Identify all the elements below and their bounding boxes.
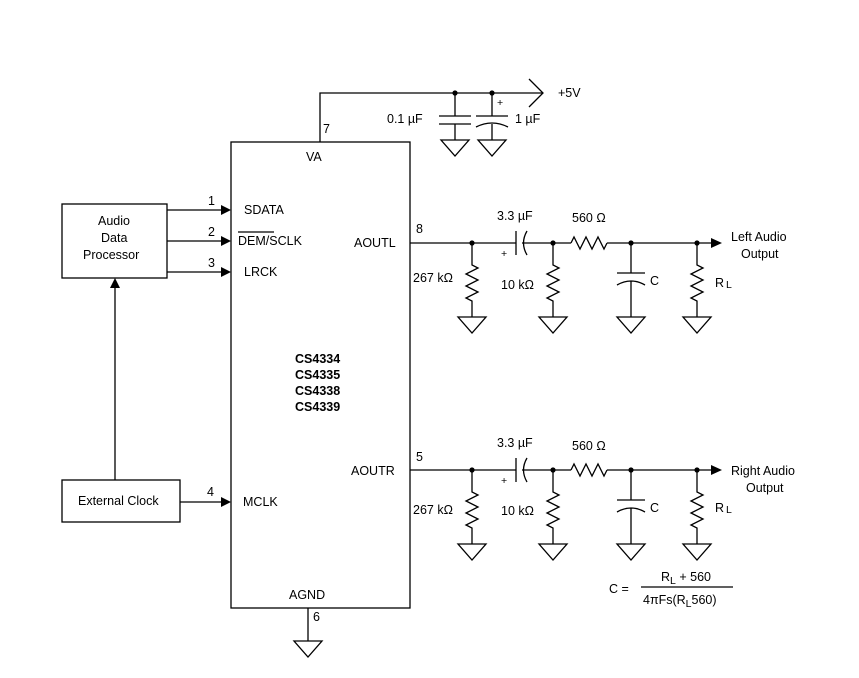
ground-symbol [456, 316, 488, 334]
part-number: CS4334 [295, 352, 340, 366]
aoutl-pin-label: AOUTL [354, 236, 396, 250]
pin-number: 6 [313, 610, 320, 624]
pin-number: 5 [416, 450, 423, 464]
ground-symbol [537, 543, 569, 561]
shunt-resistor [545, 470, 561, 544]
ground-symbol [615, 316, 647, 334]
pin-number: 4 [207, 485, 214, 499]
junction-dot [628, 467, 634, 473]
sdata-pin-label: SDATA [244, 203, 284, 217]
polarity-plus: + [501, 248, 507, 260]
filter-formula: C = RL + 560 4πFs(RL560) [609, 570, 733, 610]
output-label-line: Right Audio [731, 464, 795, 478]
processor-label-line: Data [101, 231, 127, 245]
formula-denominator: 4πFs(RL560) [643, 593, 717, 610]
junction-dot [694, 467, 700, 473]
cap-label: 3.3 µF [497, 209, 533, 223]
sclk-pin-label: DEM/SCLK [238, 234, 303, 248]
va-pin-label: VA [306, 150, 322, 164]
formula-lhs: C = [609, 582, 629, 596]
pin-number: 8 [416, 222, 423, 236]
part-number: CS4338 [295, 384, 340, 398]
resistor-label: 560 Ω [572, 211, 606, 225]
pin-number: 3 [208, 256, 215, 270]
shunt-resistor [464, 470, 480, 544]
resistor-label: 267 kΩ [413, 503, 453, 517]
resistor-label: 10 kΩ [501, 278, 534, 292]
lrck-pin-label: LRCK [244, 265, 278, 279]
external-clock-label: External Clock [78, 494, 159, 508]
polarity-plus: + [497, 97, 503, 109]
left-output-network [410, 230, 722, 334]
aoutr-pin-label: AOUTR [351, 464, 395, 478]
processor-label-line: Audio [98, 214, 130, 228]
junction-dot [628, 240, 634, 246]
junction-dot [550, 467, 556, 473]
supply-wiring [319, 78, 544, 157]
shunt-resistor [689, 470, 705, 544]
filter-cap-label: C [650, 274, 659, 288]
ground-symbol [681, 543, 713, 561]
junction-dot [550, 240, 556, 246]
pin-number: 7 [323, 122, 330, 136]
clock-wiring [110, 278, 231, 507]
part-number: CS4339 [295, 400, 340, 414]
cap-label: 3.3 µF [497, 436, 533, 450]
shunt-resistor [545, 243, 561, 317]
junction-dot [469, 467, 475, 473]
agnd-ground [292, 608, 324, 658]
agnd-pin-label: AGND [289, 588, 325, 602]
chip-part-numbers: CS4334 CS4335 CS4338 CS4339 [295, 352, 340, 414]
polarity-plus: + [501, 475, 507, 487]
filter-capacitor [616, 470, 646, 544]
output-arrow [711, 465, 722, 475]
resistor-label: 10 kΩ [501, 504, 534, 518]
resistor-label: 267 kΩ [413, 271, 453, 285]
external-clock-block [61, 479, 181, 523]
ground-symbol [681, 316, 713, 334]
cap-label: 0.1 µF [387, 112, 423, 126]
series-resistor [570, 235, 608, 251]
shunt-resistor [689, 243, 705, 317]
output-label-line: Output [741, 247, 779, 261]
series-resistor [570, 462, 608, 478]
part-number: CS4335 [295, 368, 340, 382]
formula-numerator: RL + 560 [661, 570, 711, 587]
digital-signal-wiring [167, 205, 231, 277]
output-label-line: Left Audio [731, 230, 787, 244]
ground-symbol [615, 543, 647, 561]
processor-label-line: Processor [83, 248, 139, 262]
resistor-label: 560 Ω [572, 439, 606, 453]
pin-number: 2 [208, 225, 215, 239]
ground-symbol [537, 316, 569, 334]
output-arrow [711, 238, 722, 248]
mclk-pin-label: MCLK [243, 495, 278, 509]
junction-dot [469, 240, 475, 246]
right-output-network [410, 457, 722, 561]
shunt-resistor [464, 243, 480, 317]
filter-capacitor [616, 243, 646, 317]
junction-dot [694, 240, 700, 246]
cap-label: 1 µF [515, 112, 541, 126]
output-label-line: Output [746, 481, 784, 495]
pin-number: 1 [208, 194, 215, 208]
supply-voltage-label: +5V [558, 86, 581, 100]
ground-symbol [456, 543, 488, 561]
filter-cap-label: C [650, 501, 659, 515]
